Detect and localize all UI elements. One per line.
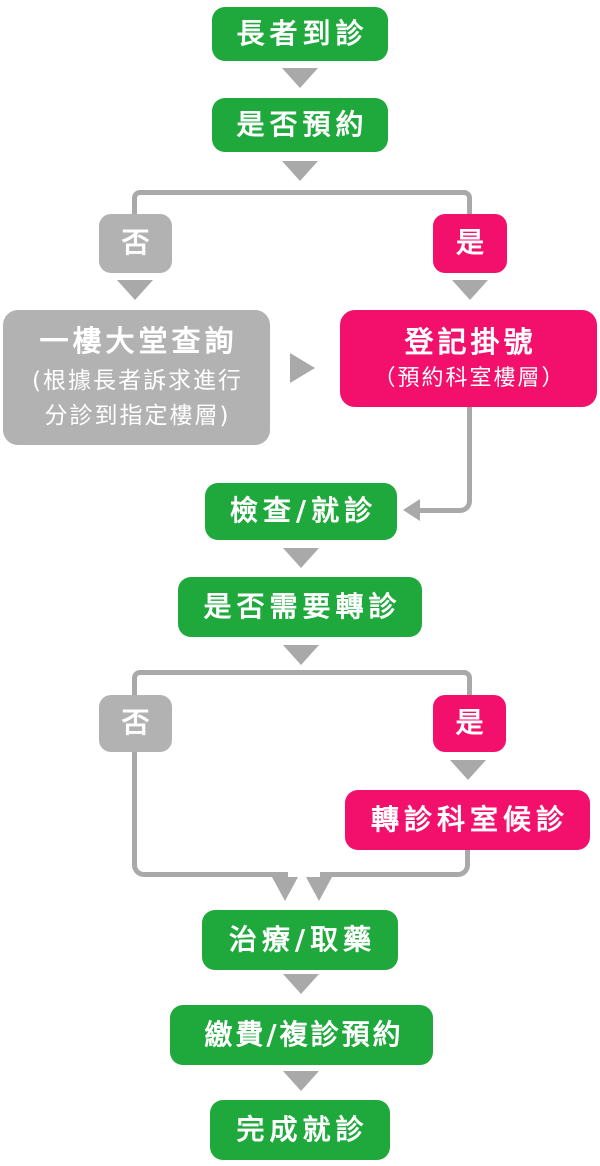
node-booking-question-label: 是否預約 [236,107,369,141]
connector-no-to-treatment [132,752,288,877]
connector-register-to-exam [420,407,472,513]
arrow-down-icon [452,280,488,300]
arrow-down-icon [117,280,153,300]
branch2-yes-label: 是 [455,706,489,740]
referral-wait-label: 轉診科室候診 [370,802,569,836]
node-arrive: 長者到診 [212,7,388,61]
arrow-down-icon [282,161,318,181]
node-exam: 檢查/就診 [205,483,397,540]
treatment-label: 治療/取藥 [228,922,377,956]
branch1-yes-label: 是 [455,226,489,260]
lobby-subtitle-line1: (根據長者訴求進行 [32,367,243,394]
arrow-down-icon [283,548,319,568]
lobby-title: 一樓大堂查詢 [39,324,238,359]
node-payment: 繳費/複診預約 [170,1005,433,1065]
lobby-subtitle-line2: 分診到指定樓層) [44,403,231,430]
node-arrive-label: 長者到診 [236,16,369,50]
arrow-down-icon [282,68,318,88]
arrow-down-icon [283,645,319,665]
branch1-no-label: 否 [121,226,155,260]
arrow-down-icon [306,877,332,901]
branch2-no-label: 否 [121,706,155,740]
node-treatment: 治療/取藥 [202,910,398,970]
node-exam-label: 檢查/就診 [229,494,378,528]
arrow-down-icon [283,1071,319,1091]
node-referral-question: 是否需要轉診 [178,577,422,637]
payment-label: 繳費/複診預約 [204,1017,404,1051]
register-subtitle: （預約科室樓層） [373,365,566,391]
referral-question-label: 是否需要轉診 [203,589,402,623]
node-referral-wait: 轉診科室候診 [345,790,590,850]
arrow-right-icon [290,353,315,383]
node-register: 登記掛號 （預約科室樓層） [340,310,597,407]
arrow-down-icon [283,974,319,994]
branch2-split-line [132,670,472,695]
complete-label: 完成就診 [236,1112,369,1146]
register-title: 登記掛號 [404,325,537,360]
branch1-split-line [132,190,472,214]
arrow-down-icon [450,760,486,780]
node-booking-question: 是否預約 [212,98,388,152]
node-branch2-no: 否 [99,695,172,752]
node-branch2-yes: 是 [433,695,506,752]
connector-referral-to-treatment [320,850,470,877]
node-lobby-inquiry: 一樓大堂查詢 (根據長者訴求進行 分診到指定樓層) [3,310,270,445]
node-complete: 完成就診 [210,1100,390,1160]
arrow-down-icon [272,877,298,901]
node-branch1-yes: 是 [433,214,507,273]
arrow-left-icon [403,499,420,521]
node-branch1-no: 否 [99,214,172,273]
